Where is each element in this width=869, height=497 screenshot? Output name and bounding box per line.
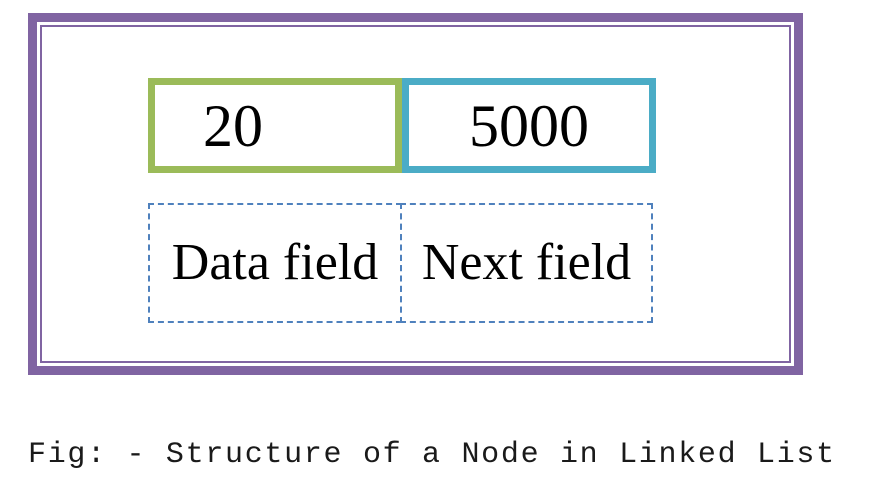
figure-caption: Fig: - Structure of a Node in Linked Lis… bbox=[28, 438, 836, 472]
outer-frame bbox=[28, 13, 803, 375]
data-field-label: Data field bbox=[171, 234, 379, 291]
data-field-box: Data field bbox=[148, 203, 402, 323]
next-field-box: Next field bbox=[400, 203, 653, 323]
data-value-text: 20 bbox=[203, 92, 263, 159]
data-value-box: 20 bbox=[148, 78, 402, 173]
next-field-label: Next field bbox=[421, 234, 632, 291]
next-value-box: 5000 bbox=[402, 78, 656, 173]
next-value-text: 5000 bbox=[469, 92, 589, 159]
inner-frame-border bbox=[40, 25, 791, 363]
